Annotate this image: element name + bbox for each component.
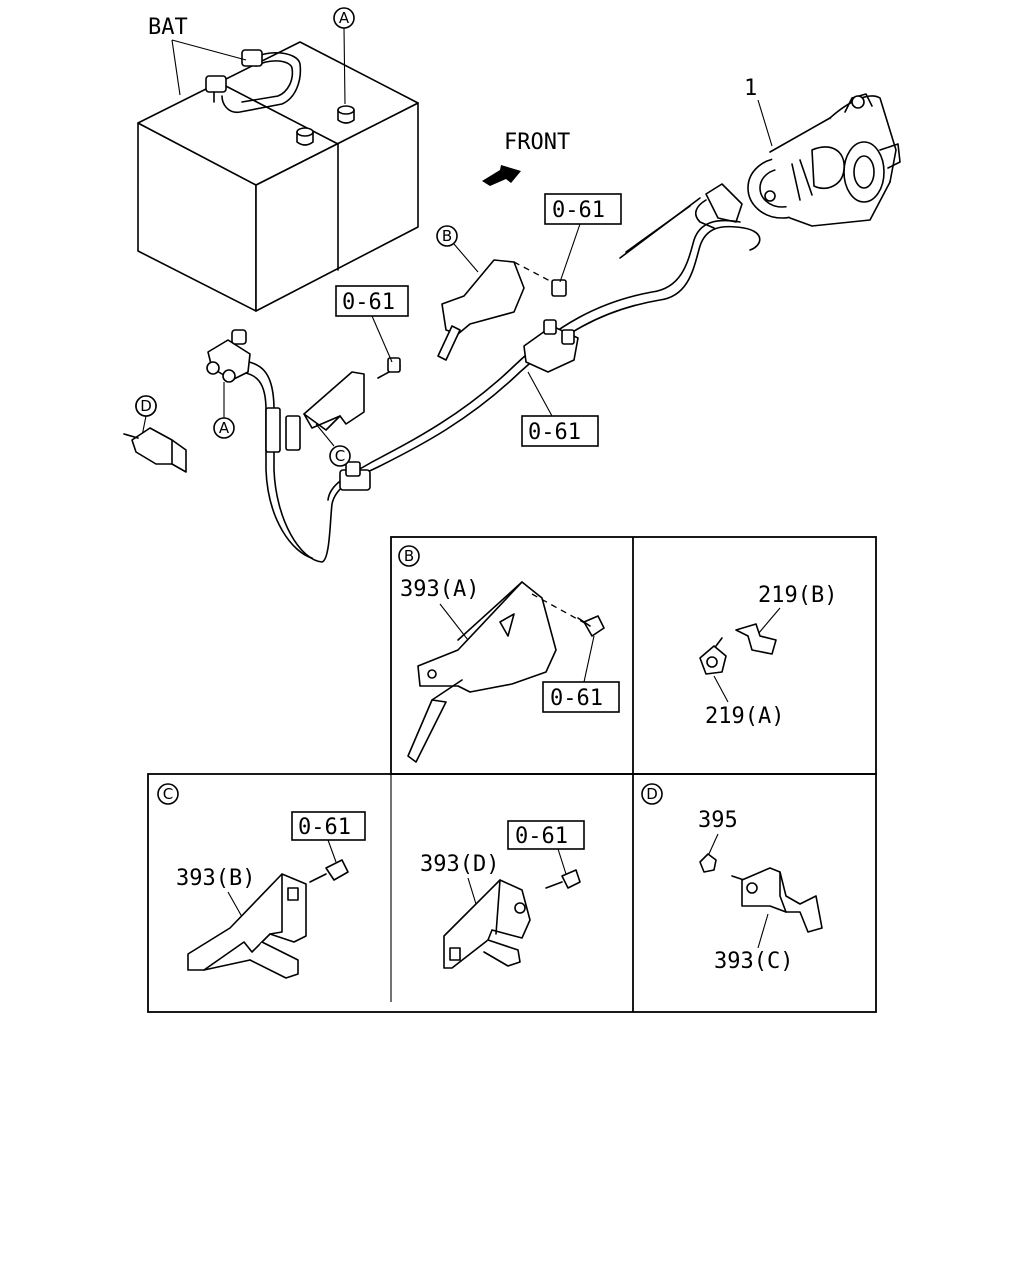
battery	[137, 41, 419, 312]
bolt-callout-c-top: 0-61	[335, 285, 409, 363]
battery-label: BAT	[148, 15, 188, 40]
cable-clip	[523, 319, 579, 373]
detail-b: B 393(A) 0-61	[398, 545, 620, 763]
detail-c: C 0-61 393(B)	[157, 783, 366, 979]
marker-c: C	[335, 447, 345, 465]
label-219a: 219(A)	[705, 704, 784, 729]
starter-motor	[747, 93, 901, 227]
bolt-callout-detail-b: 0-61	[550, 686, 603, 711]
bracket-d-assembled: D	[123, 395, 187, 473]
bolt-callout-cable: 0-61	[521, 371, 599, 447]
bolt-callout-b-top: 0-61	[544, 193, 622, 283]
bracket-c-assembled: C	[303, 357, 401, 467]
label-393b: 393(B)	[176, 866, 255, 891]
detail-d: D 395 393(C)	[641, 783, 823, 974]
starter-part-number: 1	[744, 76, 757, 101]
svg-text:0-61: 0-61	[342, 290, 395, 315]
label-393c: 393(C)	[714, 949, 793, 974]
svg-text:A: A	[339, 9, 350, 27]
marker-b: B	[442, 227, 452, 245]
front-indicator: FRONT	[482, 130, 570, 186]
bolt-callout-detail-393d: 0-61	[515, 824, 568, 849]
detail-219: 219(B) 219(A)	[699, 583, 837, 729]
detail-393d: 0-61 393(D)	[420, 820, 585, 969]
marker-a-top: A	[333, 7, 355, 105]
detail-c-marker: C	[163, 785, 173, 803]
label-395: 395	[698, 808, 738, 833]
detail-d-marker: D	[646, 785, 658, 803]
label-393d: 393(D)	[420, 852, 499, 877]
bracket-b-assembled: B	[436, 225, 567, 361]
label-219b: 219(B)	[758, 583, 837, 608]
terminal-clamp-a: A	[135, 329, 251, 439]
front-label: FRONT	[504, 130, 570, 155]
svg-text:D: D	[140, 397, 152, 415]
svg-text:0-61: 0-61	[528, 420, 581, 445]
detail-frames	[147, 536, 877, 1013]
starter-cable-end	[619, 183, 743, 259]
marker-a: A	[219, 419, 230, 437]
bolt-callout-detail-c: 0-61	[298, 815, 351, 840]
label-393a: 393(A)	[400, 577, 479, 602]
detail-b-marker: B	[404, 547, 414, 565]
svg-text:0-61: 0-61	[552, 198, 605, 223]
